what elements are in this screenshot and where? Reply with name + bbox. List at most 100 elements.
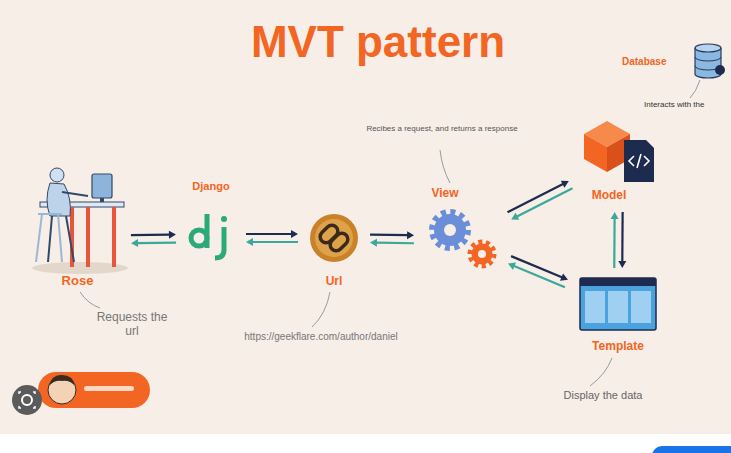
leader-line bbox=[590, 358, 612, 386]
code-document bbox=[624, 140, 654, 182]
badge-pill bbox=[38, 372, 150, 408]
component-label: Database bbox=[622, 56, 692, 68]
logo-hook bbox=[215, 227, 224, 258]
component-label: Url bbox=[304, 274, 364, 288]
component-node: Urlhttps://geekflare.com/author/daniel bbox=[304, 210, 364, 292]
lens-corners bbox=[19, 392, 35, 408]
link-circle bbox=[310, 214, 358, 262]
lens-button bbox=[12, 385, 42, 415]
watermark-badge bbox=[12, 372, 150, 415]
component-note: https://geekflare.com/author/daniel bbox=[208, 331, 434, 343]
flow-arrow bbox=[511, 188, 572, 220]
gear-teeth bbox=[432, 212, 468, 248]
flow-arrow bbox=[370, 231, 414, 239]
link-circle-inner bbox=[315, 219, 353, 257]
gear bbox=[434, 214, 466, 246]
db-badge bbox=[715, 65, 725, 75]
cylinder-top bbox=[695, 44, 721, 52]
flow-arrow bbox=[611, 212, 619, 268]
arrow-line bbox=[246, 233, 292, 235]
template-icon bbox=[580, 278, 656, 330]
arrow-head bbox=[291, 230, 298, 238]
view-gears bbox=[432, 212, 494, 266]
gear bbox=[472, 244, 493, 265]
body bbox=[47, 183, 70, 216]
background bbox=[0, 0, 731, 434]
flow-arrow bbox=[370, 239, 414, 247]
panel bbox=[631, 291, 651, 323]
arrow-line bbox=[252, 241, 298, 243]
component-node: DatabaseInteracts with the bbox=[620, 40, 726, 80]
flow-arrow bbox=[131, 239, 176, 247]
badge-line bbox=[84, 386, 134, 391]
monitor bbox=[92, 174, 112, 198]
arrow-head bbox=[611, 212, 619, 219]
flow-arrow bbox=[618, 212, 626, 268]
lens-symbol bbox=[22, 395, 32, 405]
database-icon bbox=[695, 44, 725, 78]
arrow-head bbox=[618, 261, 626, 268]
flow-arrow bbox=[508, 263, 565, 288]
arrow-line bbox=[517, 188, 573, 217]
gear-hole bbox=[444, 224, 456, 236]
arrow-head bbox=[560, 273, 568, 280]
arrow-line bbox=[514, 266, 565, 287]
leader-line bbox=[690, 80, 700, 98]
arrow-line bbox=[370, 233, 408, 236]
component-label: View bbox=[420, 186, 470, 200]
component-node: Django bbox=[182, 178, 240, 262]
arrow-head bbox=[370, 239, 377, 247]
arrow-head bbox=[169, 231, 176, 239]
arrow-line bbox=[376, 242, 414, 245]
browser-bar bbox=[580, 278, 656, 286]
component-node: RoseRequests the url bbox=[30, 160, 125, 292]
arrow-head bbox=[508, 263, 516, 270]
component-note: Display the data bbox=[548, 389, 658, 402]
component-note: Recibes a request, and returns a respons… bbox=[362, 124, 522, 134]
component-label: Django bbox=[182, 180, 240, 193]
cube-left bbox=[584, 134, 607, 172]
url-link-icon bbox=[310, 214, 358, 262]
component-note: Requests the url bbox=[94, 310, 170, 339]
arrow-line bbox=[137, 241, 176, 244]
logo-dot bbox=[221, 216, 227, 222]
arrow-head bbox=[561, 181, 569, 188]
browser-window bbox=[580, 278, 656, 330]
flow-arrow bbox=[246, 238, 298, 246]
avatar-hair bbox=[49, 375, 75, 386]
monitor-stand bbox=[100, 198, 104, 202]
desk-leg bbox=[86, 207, 90, 267]
leader-lines bbox=[80, 80, 700, 386]
desk-leg bbox=[112, 207, 116, 267]
arrow-head bbox=[407, 231, 414, 239]
code-symbol bbox=[629, 154, 649, 168]
panel bbox=[608, 291, 628, 323]
chain-link bbox=[328, 231, 351, 254]
flow-arrow bbox=[508, 181, 569, 213]
arm bbox=[62, 192, 88, 196]
leader-line bbox=[80, 292, 100, 308]
chair bbox=[36, 214, 62, 262]
component-label: Rose bbox=[30, 273, 125, 289]
component-label: Template bbox=[572, 339, 664, 353]
blue-button bbox=[652, 446, 731, 453]
component-node: Model bbox=[576, 116, 662, 206]
gear-teeth bbox=[470, 242, 494, 266]
head bbox=[50, 168, 64, 182]
logo-stem bbox=[205, 214, 210, 248]
flow-arrow bbox=[131, 231, 176, 239]
leader-line bbox=[312, 292, 330, 327]
flow-arrow bbox=[246, 230, 298, 238]
bottom-strip bbox=[0, 434, 731, 453]
django-logo bbox=[191, 214, 227, 258]
arrow-head bbox=[511, 213, 519, 220]
component-node: ViewRecibes a request, and returns a res… bbox=[420, 184, 504, 274]
component-node: TemplateDisplay the data bbox=[572, 274, 664, 358]
person-at-desk bbox=[32, 168, 128, 274]
component-label: Model bbox=[576, 188, 642, 202]
component-note: Interacts with the bbox=[644, 100, 728, 110]
arrow-line bbox=[131, 234, 170, 237]
